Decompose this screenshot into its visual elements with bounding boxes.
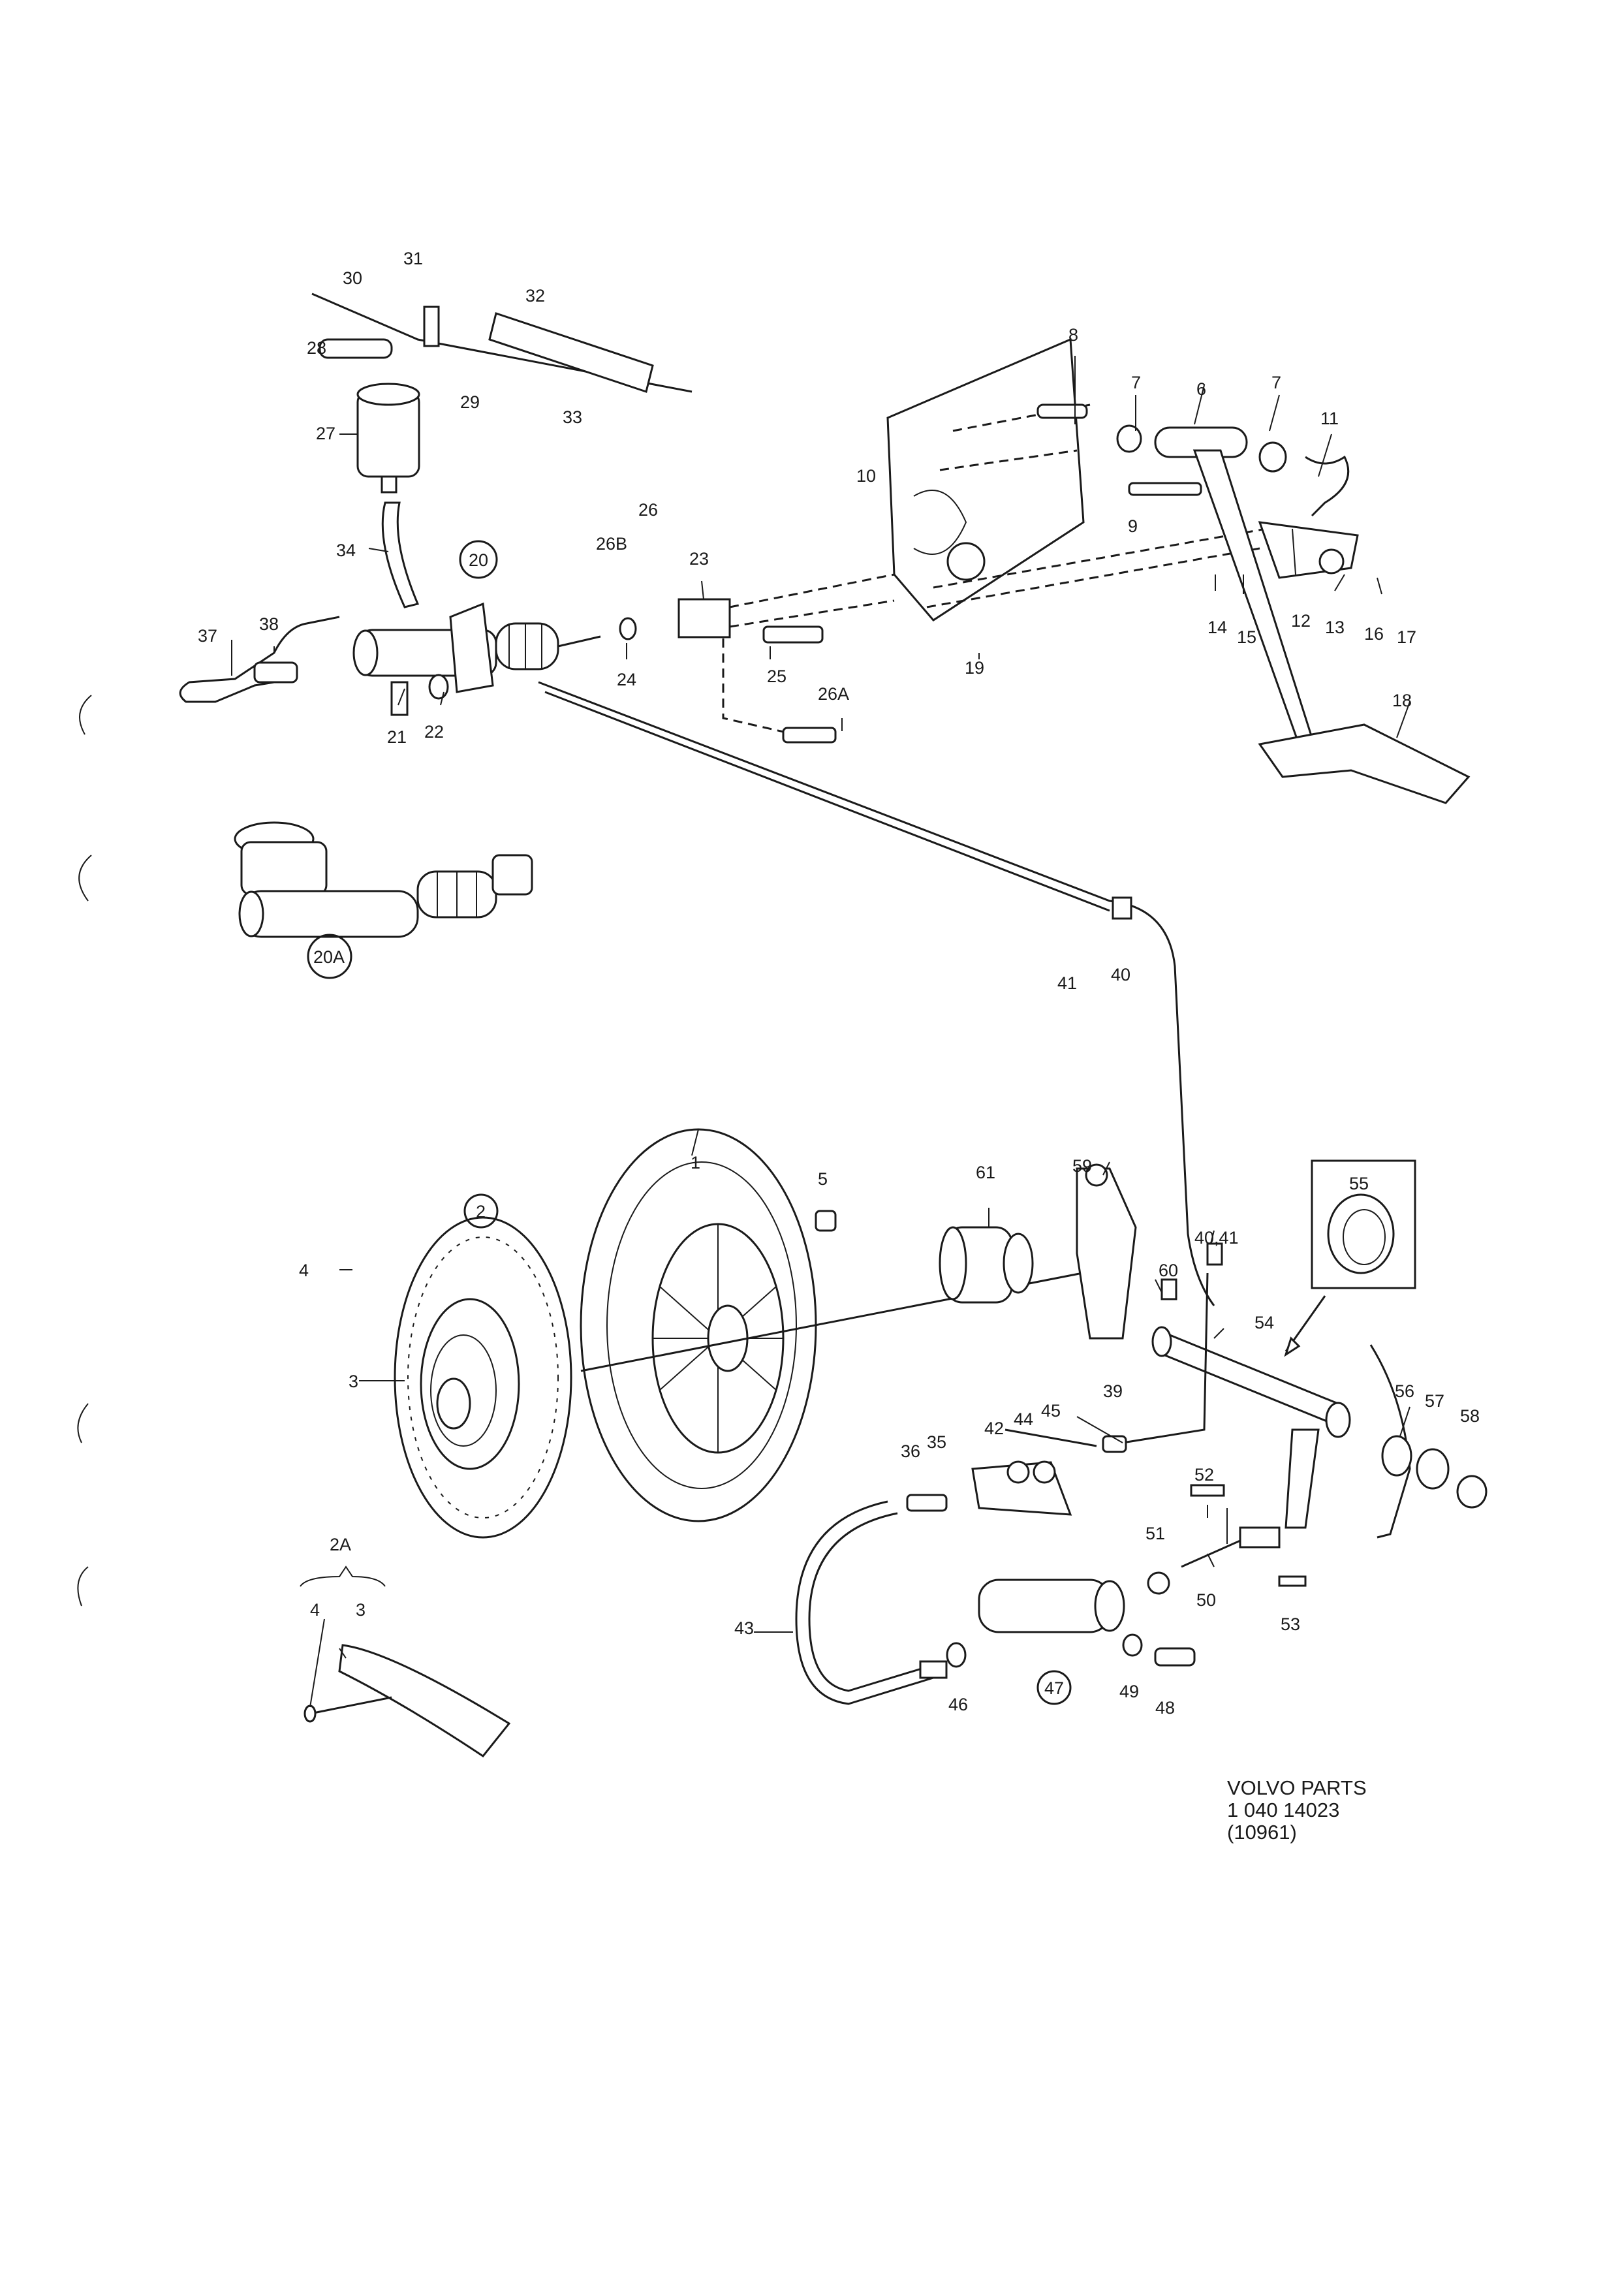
callout-37: 37 bbox=[198, 626, 217, 646]
clutch-disc-assembly bbox=[394, 1216, 572, 1539]
callout-24: 24 bbox=[617, 670, 636, 689]
callout-43: 43 bbox=[734, 1618, 754, 1638]
parts-caption: VOLVO PARTS 1 040 14023 (10961) bbox=[1227, 1777, 1367, 1844]
callout-33: 33 bbox=[563, 407, 582, 427]
callout-52: 52 bbox=[1194, 1465, 1214, 1485]
callout-18: 18 bbox=[1392, 691, 1412, 710]
callout-61: 61 bbox=[976, 1163, 995, 1182]
callout-58: 58 bbox=[1460, 1406, 1480, 1426]
caption-part-number: 1 040 14023 bbox=[1227, 1799, 1340, 1821]
callout-35: 35 bbox=[927, 1432, 946, 1452]
callout-54: 54 bbox=[1254, 1313, 1274, 1332]
release-shaft-assembly bbox=[1147, 1326, 1488, 1595]
callout-7a: 7 bbox=[1131, 373, 1141, 392]
callout-8: 8 bbox=[1068, 325, 1078, 345]
callout-53: 53 bbox=[1281, 1614, 1300, 1634]
callout-14: 14 bbox=[1207, 618, 1227, 637]
caption-brand: VOLVO PARTS bbox=[1227, 1776, 1367, 1799]
alt-master-cylinder bbox=[234, 821, 533, 938]
reservoir-bracket-assembly bbox=[311, 292, 693, 608]
slave-cylinder-assembly bbox=[795, 1272, 1209, 1705]
master-cylinder-assembly bbox=[179, 602, 637, 716]
callout-2a: 2A bbox=[330, 1535, 351, 1554]
callout-labels: 1 2 2A 3 3 4 4 5 6 7 7 8 9 10 11 12 13 1… bbox=[198, 249, 1480, 1718]
callout-34: 34 bbox=[336, 541, 356, 560]
callout-16: 16 bbox=[1364, 624, 1384, 644]
callout-13: 13 bbox=[1325, 618, 1345, 637]
callout-59: 59 bbox=[1072, 1156, 1092, 1176]
callout-46: 46 bbox=[948, 1695, 968, 1714]
callout-38: 38 bbox=[259, 614, 279, 634]
callout-20: 20 bbox=[469, 550, 488, 570]
callout-15: 15 bbox=[1237, 627, 1256, 647]
seal-inset bbox=[1284, 1159, 1416, 1357]
callout-26a: 26A bbox=[818, 684, 849, 704]
callout-44: 44 bbox=[1014, 1409, 1033, 1429]
callout-12: 12 bbox=[1291, 611, 1311, 631]
release-bearing-assembly bbox=[939, 1163, 1177, 1340]
callout-56: 56 bbox=[1395, 1381, 1414, 1401]
callout-6: 6 bbox=[1196, 379, 1206, 399]
callout-4b: 4 bbox=[310, 1600, 320, 1620]
callout-29: 29 bbox=[460, 392, 480, 412]
callout-45: 45 bbox=[1041, 1401, 1061, 1421]
callout-4: 4 bbox=[299, 1261, 309, 1280]
callout-2: 2 bbox=[476, 1202, 486, 1221]
callout-60: 60 bbox=[1159, 1261, 1178, 1280]
callout-47: 47 bbox=[1044, 1678, 1064, 1698]
callout-3: 3 bbox=[349, 1372, 358, 1391]
callout-9: 9 bbox=[1128, 516, 1138, 536]
callout-42: 42 bbox=[984, 1419, 1004, 1438]
callout-26b: 26B bbox=[596, 534, 627, 554]
callout-40-41: 40,41 bbox=[1194, 1228, 1239, 1248]
pushrod-fork-assembly bbox=[678, 573, 895, 744]
callout-49: 49 bbox=[1119, 1682, 1139, 1701]
callout-20a: 20A bbox=[313, 947, 345, 967]
callout-3b: 3 bbox=[356, 1600, 366, 1620]
lining-detail bbox=[300, 1565, 511, 1758]
callout-32: 32 bbox=[525, 286, 545, 306]
callout-17: 17 bbox=[1397, 627, 1416, 647]
callout-25: 25 bbox=[767, 667, 787, 686]
callout-51: 51 bbox=[1145, 1524, 1165, 1543]
callout-5: 5 bbox=[818, 1169, 828, 1189]
callout-57: 57 bbox=[1425, 1391, 1444, 1411]
callout-7b: 7 bbox=[1271, 373, 1281, 392]
callout-11: 11 bbox=[1320, 409, 1339, 428]
callout-19: 19 bbox=[965, 658, 984, 678]
callout-40: 40 bbox=[1111, 965, 1130, 984]
caption-reference: (10961) bbox=[1227, 1821, 1297, 1844]
callout-48: 48 bbox=[1155, 1698, 1175, 1718]
callout-10: 10 bbox=[856, 466, 876, 486]
callout-30: 30 bbox=[343, 268, 362, 288]
callout-50: 50 bbox=[1196, 1590, 1216, 1610]
pressure-plate-assembly bbox=[580, 1128, 1117, 1522]
callout-28: 28 bbox=[307, 338, 326, 358]
callout-39: 39 bbox=[1103, 1381, 1123, 1401]
callout-21: 21 bbox=[387, 727, 407, 747]
callout-36: 36 bbox=[901, 1441, 920, 1461]
callout-41: 41 bbox=[1057, 973, 1077, 993]
binder-holes bbox=[77, 695, 92, 1607]
callout-22: 22 bbox=[424, 722, 444, 742]
callout-55: 55 bbox=[1349, 1174, 1369, 1193]
clutch-cable-assembly bbox=[538, 681, 1223, 1306]
callout-1: 1 bbox=[691, 1153, 700, 1172]
callout-31: 31 bbox=[403, 249, 423, 268]
callout-27: 27 bbox=[316, 424, 335, 443]
leader-lines bbox=[231, 356, 1410, 1708]
callout-23: 23 bbox=[689, 549, 709, 569]
callout-26: 26 bbox=[638, 500, 658, 520]
pedal-bracket-assembly bbox=[886, 338, 1471, 804]
